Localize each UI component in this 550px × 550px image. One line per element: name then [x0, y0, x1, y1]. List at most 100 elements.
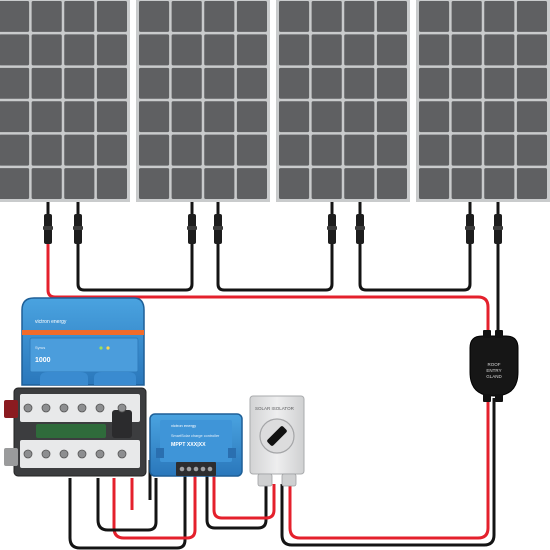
solar-cell [236, 67, 267, 99]
solar-cell [31, 101, 62, 133]
solar-cell [139, 34, 170, 66]
solar-cell [96, 34, 127, 66]
terminal-screw [207, 466, 213, 472]
solar-cell [311, 34, 342, 66]
solar-cell [204, 101, 235, 133]
solar-cell [139, 168, 170, 199]
solar-panel-array [0, 0, 550, 202]
solar-cell [0, 67, 30, 99]
solar-cell [279, 34, 310, 66]
inverter-rating: 1000 [35, 357, 51, 364]
busbar-distribution [4, 387, 147, 477]
solar-panel-2 [136, 0, 270, 202]
solar-cell [344, 101, 375, 133]
solar-cell [376, 101, 407, 133]
solar-cell [204, 134, 235, 166]
solar-cell [484, 101, 515, 133]
mppt-output-black [68, 474, 187, 550]
solar-cell [311, 1, 342, 32]
busbar-bolt [117, 449, 127, 459]
series-link-2-3 [216, 228, 334, 292]
solar-cell [0, 168, 30, 199]
inverter-accent-stripe [22, 330, 144, 335]
busbar-bolt [95, 449, 105, 459]
solar-cell [64, 1, 95, 32]
solar-cell [279, 168, 310, 199]
solar-cell [344, 67, 375, 99]
busbar-bolt [23, 449, 33, 459]
mc4-connector [73, 202, 83, 244]
mppt-model-line1: SmartSolar charge controller [171, 434, 220, 438]
busbar-bolt [59, 449, 69, 459]
solar-cell [96, 168, 127, 199]
mppt-brand: victron energy [171, 423, 196, 428]
busbar-bolt [77, 403, 87, 413]
solar-cell [419, 101, 450, 133]
solar-cell [31, 1, 62, 32]
gland-to-isolator-black [280, 398, 496, 547]
solar-cell [236, 1, 267, 32]
solar-cell [64, 134, 95, 166]
mc4-connector [355, 202, 365, 244]
mc4-connector [493, 202, 503, 244]
solar-cell [279, 67, 310, 99]
solar-cell [311, 101, 342, 133]
solar-cell [516, 34, 547, 66]
inverter-model: Syrus [35, 345, 45, 350]
mppt-output-red [112, 474, 197, 540]
solar-cell [171, 101, 202, 133]
solar-cell [516, 67, 547, 99]
wiring [46, 228, 500, 550]
solar-cell [64, 168, 95, 199]
solar-cell [96, 134, 127, 166]
solar-cell [451, 34, 482, 66]
solar-cell [484, 1, 515, 32]
inverter-led-2 [106, 346, 110, 350]
solar-cell [64, 34, 95, 66]
isolator-knob[interactable] [266, 425, 287, 446]
solar-cell [204, 1, 235, 32]
isolator-label: SOLAR ISOLATOR [255, 406, 295, 411]
solar-cell [279, 134, 310, 166]
solar-cell [376, 1, 407, 32]
solar-cell [0, 134, 30, 166]
mc4-connector [213, 202, 223, 244]
busbar-bolt [41, 449, 51, 459]
solar-cell [279, 1, 310, 32]
solar-cell [171, 34, 202, 66]
solar-cell [171, 168, 202, 199]
solar-panel-1 [0, 0, 130, 202]
mc4-connector [43, 202, 53, 244]
solar-cell [484, 168, 515, 199]
solar-cell [344, 134, 375, 166]
solar-cell [376, 134, 407, 166]
array-positive-wire [46, 228, 490, 338]
solar-cell [0, 1, 30, 32]
solar-cell [236, 101, 267, 133]
inverter-status-led [99, 346, 103, 350]
solar-cell [419, 168, 450, 199]
solar-cell [451, 101, 482, 133]
solar-cell [279, 101, 310, 133]
isolator-to-mppt-red [212, 474, 276, 520]
busbar-bolt [59, 403, 69, 413]
terminal-screw [193, 466, 199, 472]
solar-cell [236, 34, 267, 66]
roof-entry-gland: ROOF ENTRY GLAND [469, 330, 519, 402]
solar-cell [204, 34, 235, 66]
solar-cell [236, 134, 267, 166]
gland-to-isolator-red [288, 398, 490, 540]
gland-label-line3: GLAND [486, 374, 502, 379]
mppt-solar-charge-controller: victron energy SmartSolar charge control… [149, 413, 243, 477]
mc4-connector [187, 202, 197, 244]
solar-cell [171, 67, 202, 99]
mc4-connectors [43, 202, 503, 244]
gland-label-line2: ENTRY [486, 368, 501, 373]
solar-cell [96, 67, 127, 99]
series-link-3-4 [358, 228, 472, 292]
solar-cell [311, 67, 342, 99]
solar-cell [171, 134, 202, 166]
solar-cell [236, 168, 267, 199]
solar-cell [204, 168, 235, 199]
